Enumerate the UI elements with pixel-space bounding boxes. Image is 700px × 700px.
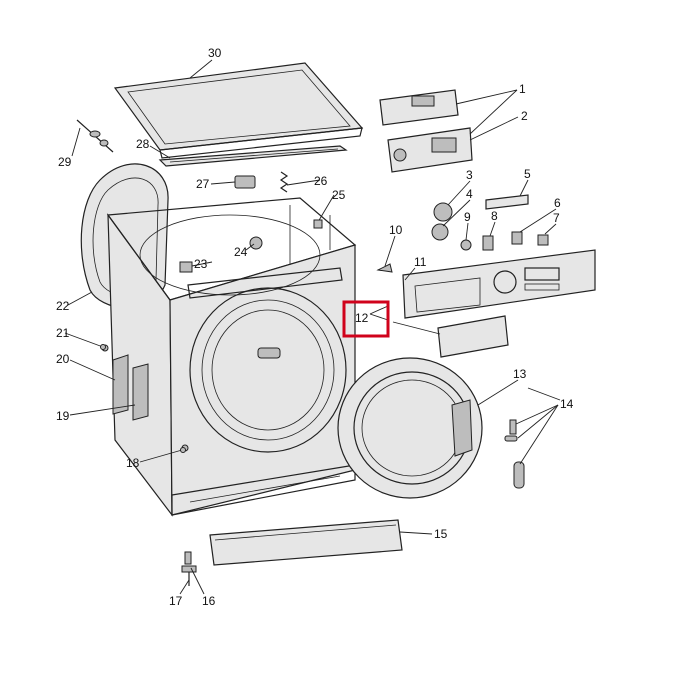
part-24-bearing [249, 236, 263, 250]
part-25-cable-clip [313, 219, 323, 229]
label-23: 23 [194, 257, 208, 271]
part-27-valve [234, 175, 256, 189]
label-29: 29 [58, 155, 72, 169]
part-3-selector-knob [433, 202, 453, 222]
part-14-door-handle-parts [504, 419, 525, 489]
label-16: 16 [202, 594, 216, 608]
part-20-hinge [112, 354, 129, 415]
cabinet-body [101, 197, 357, 517]
label-19: 19 [56, 409, 70, 423]
callout-labels: 30 1 2 3 4 5 6 7 8 9 10 11 12 13 14 15 1… [56, 46, 574, 608]
label-4: 4 [466, 187, 473, 201]
part-7-switch [537, 234, 549, 246]
part-23-bracket [179, 261, 193, 273]
part-9-knob [460, 239, 472, 251]
label-20: 20 [56, 352, 70, 366]
part-30-top-cover [113, 62, 364, 159]
label-1: 1 [519, 82, 526, 96]
part-15-plinth [209, 519, 403, 566]
part-13-door [337, 357, 483, 499]
label-8: 8 [491, 209, 498, 223]
part-26-spring [279, 171, 289, 193]
label-7: 7 [553, 211, 560, 225]
part-29-damper-rod [76, 119, 114, 153]
part-1-control-board [379, 89, 459, 126]
label-2: 2 [521, 109, 528, 123]
label-21: 21 [56, 326, 70, 340]
label-22: 22 [56, 299, 70, 313]
label-26: 26 [314, 174, 328, 188]
part-18-screw [180, 447, 186, 453]
part-8-button [482, 235, 494, 251]
part-6-switch [511, 231, 523, 245]
part-16-foot [184, 551, 192, 565]
label-3: 3 [466, 168, 473, 182]
part-28-top-rail [158, 145, 348, 167]
label-14: 14 [560, 397, 574, 411]
label-27: 27 [196, 177, 210, 191]
label-12: 12 [355, 311, 369, 325]
label-13: 13 [513, 367, 527, 381]
label-10: 10 [389, 223, 403, 237]
label-24: 24 [234, 245, 248, 259]
label-17: 17 [169, 594, 183, 608]
leader-lines [64, 59, 561, 595]
label-9: 9 [464, 210, 471, 224]
part-19-hinge-bracket [132, 363, 149, 421]
part-11-control-panel [402, 249, 596, 319]
label-28: 28 [136, 137, 150, 151]
part-17-foot-screw [181, 565, 197, 586]
label-18: 18 [126, 456, 140, 470]
part-21-screw [100, 344, 106, 350]
part-5-button-strip [485, 194, 529, 210]
label-5: 5 [524, 167, 531, 181]
label-25: 25 [332, 188, 346, 202]
part-10-clip [376, 263, 393, 273]
label-6: 6 [554, 196, 561, 210]
part-12-drawer-handle [437, 315, 509, 358]
highlight-box-12 [342, 300, 390, 338]
label-15: 15 [434, 527, 448, 541]
part-4-knob [431, 223, 449, 241]
part-2-electronic-module [387, 127, 473, 173]
label-11: 11 [414, 255, 427, 269]
label-30: 30 [208, 46, 222, 60]
